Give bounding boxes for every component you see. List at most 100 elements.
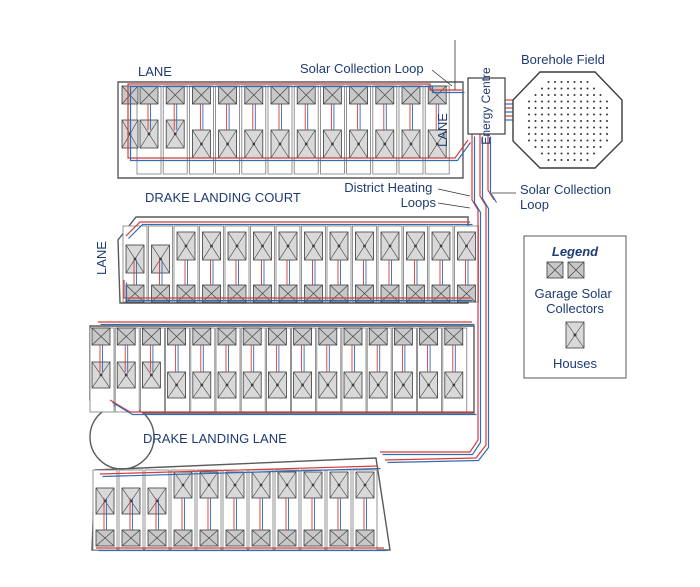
borehole-dot: [554, 94, 556, 96]
house: [355, 471, 375, 499]
house: [253, 231, 272, 261]
borehole-dot: [580, 126, 582, 129]
borehole-dot: [554, 107, 556, 109]
garage-collector: [199, 529, 219, 547]
loop-1-solar: [129, 85, 471, 162]
garage-collector: [242, 327, 262, 346]
house: [191, 129, 211, 159]
borehole-dot: [534, 133, 537, 135]
borehole-dot: [586, 87, 589, 90]
garage-collector: [253, 284, 272, 303]
borehole-dot: [528, 126, 530, 129]
solar-loop-right-label: Solar Collection Loop: [520, 182, 615, 212]
house: [91, 361, 111, 389]
borehole-dot: [573, 139, 576, 142]
borehole-dots: [528, 81, 608, 161]
borehole-dot: [554, 159, 556, 161]
borehole-dot: [567, 159, 569, 161]
borehole-dot: [534, 120, 537, 122]
borehole-dot: [534, 126, 537, 129]
borehole-dot: [599, 139, 602, 142]
loop-2b-solar: [125, 282, 473, 302]
house: [217, 371, 237, 399]
borehole-dot: [593, 94, 595, 96]
borehole-dot: [580, 87, 582, 90]
garage-collector: [95, 529, 115, 547]
trunk-b-heating: [384, 134, 487, 461]
borehole-dot: [586, 107, 589, 109]
house: [293, 371, 313, 399]
borehole-dot: [580, 152, 582, 155]
borehole-dot: [606, 139, 608, 142]
garage-collector: [343, 327, 363, 346]
borehole-dot: [554, 113, 556, 116]
house: [218, 129, 238, 159]
borehole-dot: [593, 133, 595, 135]
borehole-dot: [541, 100, 543, 103]
solar-loop-top-leader: [431, 69, 453, 87]
borehole-dot: [547, 146, 550, 148]
house: [95, 487, 115, 515]
district-heating-leader-2: [437, 202, 471, 209]
house: [147, 487, 167, 515]
house: [192, 371, 212, 399]
house: [199, 471, 219, 499]
borehole-dot: [567, 139, 569, 142]
borehole-dot: [606, 113, 608, 116]
borehole-dot: [580, 133, 582, 135]
borehole-dot: [541, 94, 543, 96]
borehole-dot: [586, 139, 589, 142]
borehole-dot: [599, 113, 602, 116]
house: [139, 119, 159, 149]
borehole-dot: [547, 94, 550, 96]
house: [304, 231, 323, 261]
borehole-dot: [573, 94, 576, 96]
borehole-dot: [528, 133, 530, 135]
garage-collector: [251, 529, 271, 547]
borehole-dot: [580, 107, 582, 109]
borehole-dot: [528, 107, 530, 109]
house: [167, 371, 187, 399]
borehole-dot: [567, 126, 569, 129]
borehole-dot: [586, 133, 589, 135]
garage-collector: [329, 284, 349, 303]
borehole-dot: [547, 126, 550, 129]
borehole-dot: [599, 133, 602, 135]
borehole-dot: [547, 152, 550, 155]
borehole-dot: [593, 139, 595, 142]
borehole-dot: [567, 152, 569, 155]
garage-collector: [121, 529, 141, 547]
house: [368, 371, 388, 399]
borehole-dot: [534, 94, 537, 96]
house: [176, 231, 196, 261]
house: [375, 129, 395, 159]
borehole-dot: [541, 133, 543, 135]
borehole-dot: [547, 107, 550, 109]
borehole-dot: [593, 146, 595, 148]
borehole-dot: [573, 120, 576, 122]
borehole-dot: [547, 87, 550, 90]
lane-top-label: LANE: [138, 64, 172, 79]
house: [125, 244, 145, 274]
borehole-dot: [534, 146, 537, 148]
borehole-dot: [567, 100, 569, 103]
garage-collector: [176, 284, 196, 303]
loop-3b-solar: [112, 401, 477, 416]
loop-2b-heating: [123, 280, 470, 299]
house: [406, 231, 425, 261]
borehole-dot: [573, 87, 576, 90]
trunk-b-solar: [387, 136, 490, 464]
garage-collector: [116, 327, 136, 346]
borehole-dot: [547, 159, 550, 161]
garage-collector: [191, 85, 211, 105]
garage-collector: [329, 529, 349, 547]
borehole-dot: [606, 120, 608, 122]
garage-collector: [218, 85, 238, 105]
house: [318, 371, 338, 399]
garage-collector: [457, 284, 476, 303]
house: [431, 231, 451, 261]
borehole-dot: [593, 113, 595, 116]
borehole-dot: [580, 139, 582, 142]
district-heating-leader-1: [437, 188, 471, 197]
